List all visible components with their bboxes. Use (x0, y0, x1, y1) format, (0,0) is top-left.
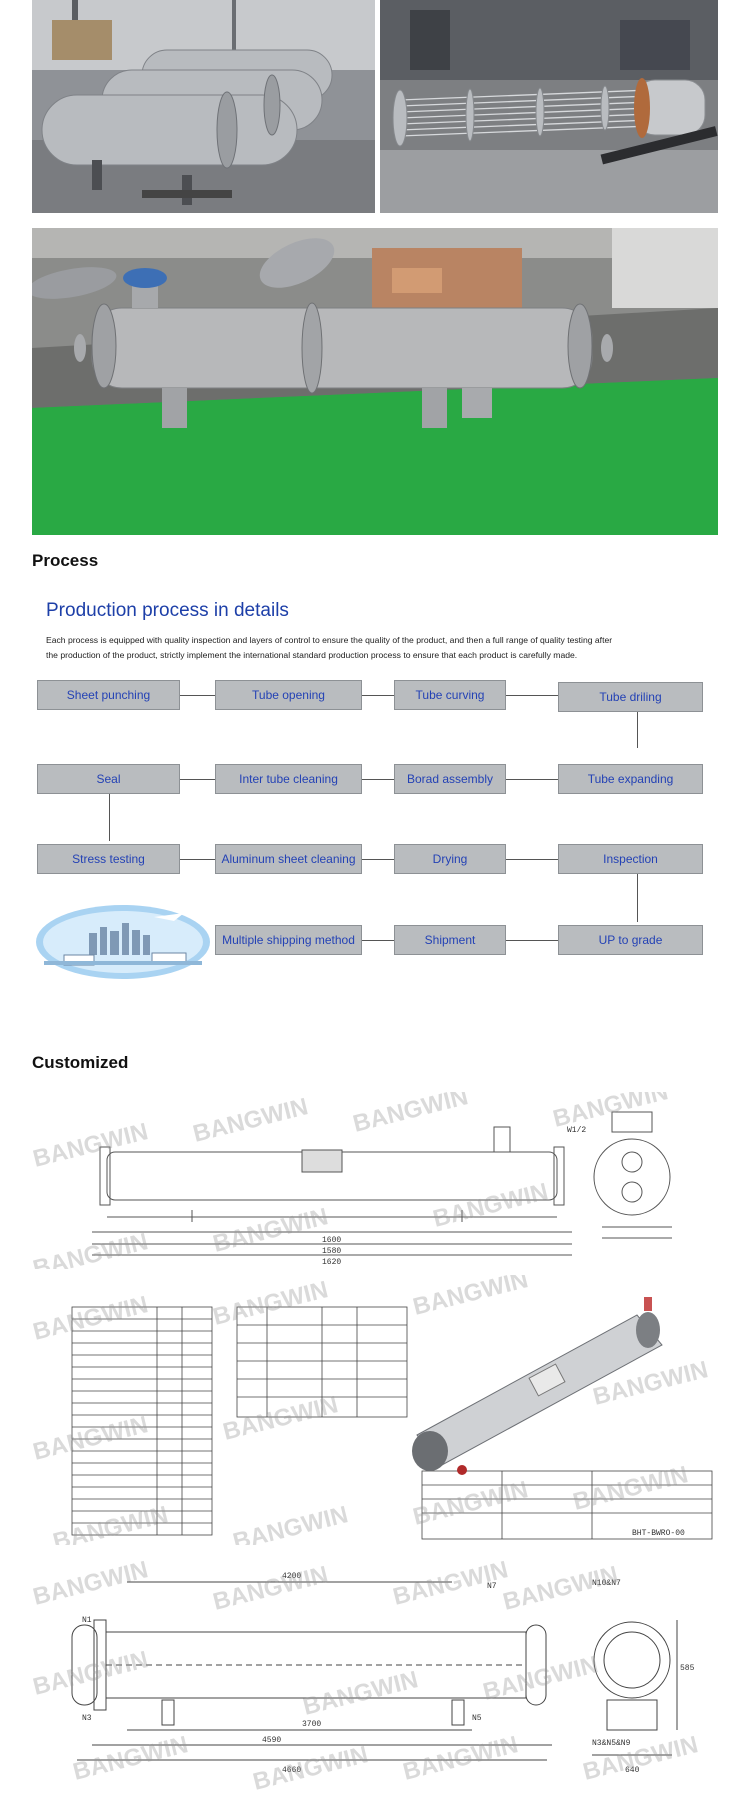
label-n3: N3 (82, 1714, 92, 1723)
connector (362, 859, 394, 860)
connector (637, 712, 638, 748)
connector (180, 695, 215, 696)
connector (180, 779, 215, 780)
label-n3-n5-n9: N3&N5&N9 (592, 1739, 631, 1748)
production-process-panel: Production process in details Each proce… (32, 585, 720, 985)
connector (180, 859, 215, 860)
dim-585: 585 (680, 1664, 695, 1673)
connector (362, 779, 394, 780)
dim-3700: 3700 (302, 1720, 321, 1729)
label-n10-n7: N10&N7 (592, 1579, 621, 1588)
drawing-number: BHT-BWRO-00 (632, 1529, 685, 1538)
dim-label-w1-2: W1/2 (567, 1126, 586, 1135)
svg-text:1620: 1620 (322, 1258, 341, 1267)
connector (109, 794, 110, 841)
engineering-drawing-elevation: W1/2 1600 1580 1620 BANGWIN BANGWIN BANG… (32, 1092, 717, 1269)
production-process-title: Production process in details (46, 600, 289, 621)
step-inspection: Inspection (558, 844, 703, 874)
connector (362, 940, 394, 941)
label-n5: N5 (472, 1714, 482, 1723)
production-process-desc-line1: Each process is equipped with quality in… (46, 635, 613, 645)
section-title-customized: Customized (32, 1053, 129, 1072)
connector (362, 695, 394, 696)
shipping-globe-illustration (34, 903, 212, 981)
photo-exchanger-on-green (32, 228, 718, 535)
step-tube-curving: Tube curving (394, 680, 506, 710)
step-multiple-shipping-method: Multiple shipping method (215, 925, 362, 955)
dim-640: 640 (625, 1766, 640, 1775)
step-borad-assembly: Borad assembly (394, 764, 506, 794)
connector (506, 940, 558, 941)
step-tube-drilling: Tube driling (558, 682, 703, 712)
step-tube-opening: Tube opening (215, 680, 362, 710)
dim-4590: 4590 (262, 1736, 281, 1745)
connector (637, 874, 638, 922)
step-stress-testing: Stress testing (37, 844, 180, 874)
engineering-drawing-specs: BHT-BWRO-00 BANGWIN BANGWIN BANGWIN BANG… (32, 1275, 717, 1545)
dim-4660: 4660 (282, 1766, 301, 1775)
step-shipment: Shipment (394, 925, 506, 955)
engineering-drawing-dimensions: 4200 3700 4590 4660 N1 N3 N5 N7 N10&N7 N… (32, 1560, 717, 1800)
step-inter-tube-cleaning: Inter tube cleaning (215, 764, 362, 794)
connector (506, 695, 558, 696)
section-title-process: Process (32, 551, 99, 570)
label-n1: N1 (82, 1616, 92, 1625)
connector (506, 779, 558, 780)
connector (506, 859, 558, 860)
step-drying: Drying (394, 844, 506, 874)
svg-text:1580: 1580 (322, 1247, 341, 1256)
svg-text:1600: 1600 (322, 1236, 341, 1245)
step-aluminum-sheet-cleaning: Aluminum sheet cleaning (215, 844, 362, 874)
dim-4200: 4200 (282, 1572, 301, 1581)
production-process-desc-line2: the production of the product, strictly … (46, 650, 578, 660)
step-tube-expanding: Tube expanding (558, 764, 703, 794)
step-sheet-punching: Sheet punching (37, 680, 180, 710)
photo-heat-exchangers-row (32, 0, 375, 213)
step-up-to-grade: UP to grade (558, 925, 703, 955)
photo-tube-bundle (380, 0, 718, 213)
label-n7: N7 (487, 1582, 497, 1591)
step-seal: Seal (37, 764, 180, 794)
